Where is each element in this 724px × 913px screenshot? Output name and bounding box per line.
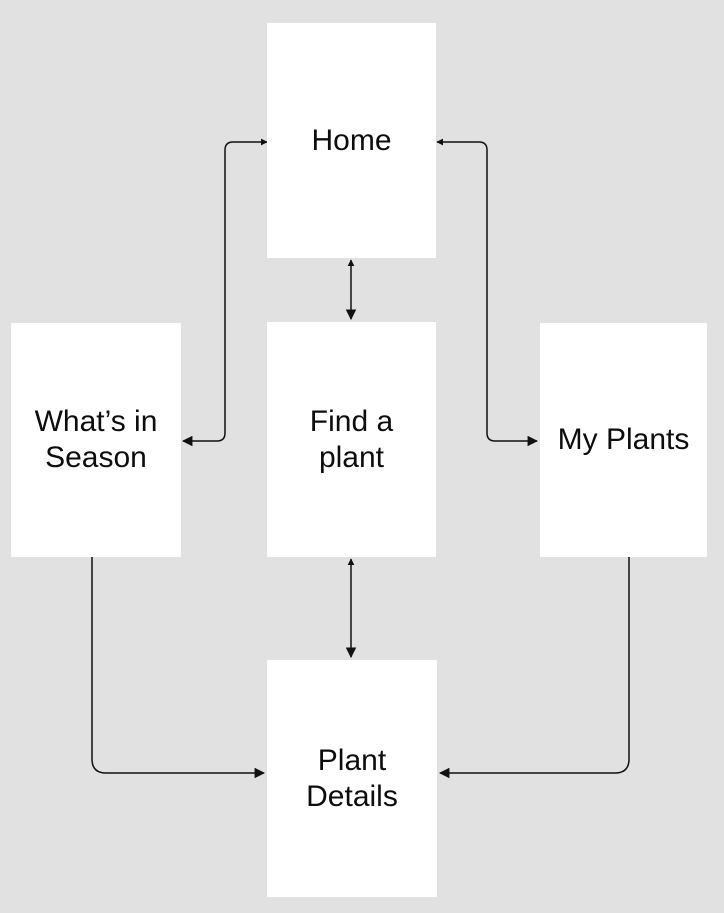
node-home[interactable]: Home	[267, 23, 436, 258]
edge-home-whats-in-season	[181, 138, 268, 447]
edge-home-my-plants	[436, 138, 539, 447]
node-whats-in-season[interactable]: What’s in Season	[11, 323, 181, 557]
node-my-plants-label: My Plants	[557, 423, 690, 456]
node-whats-in-season-label: What’s in Season	[34, 405, 158, 474]
node-home-label: Home	[311, 123, 392, 157]
node-find-a-plant[interactable]: Find a plant	[267, 322, 436, 557]
edge-whats-in-season-plant-details	[91, 557, 266, 779]
edge-my-plants-plant-details	[438, 557, 630, 779]
node-plant-details-label: Plant Details	[306, 743, 398, 813]
node-plant-details[interactable]: Plant Details	[267, 660, 437, 897]
node-my-plants[interactable]: My Plants	[540, 323, 707, 557]
node-find-a-plant-label: Find a plant	[309, 404, 394, 474]
